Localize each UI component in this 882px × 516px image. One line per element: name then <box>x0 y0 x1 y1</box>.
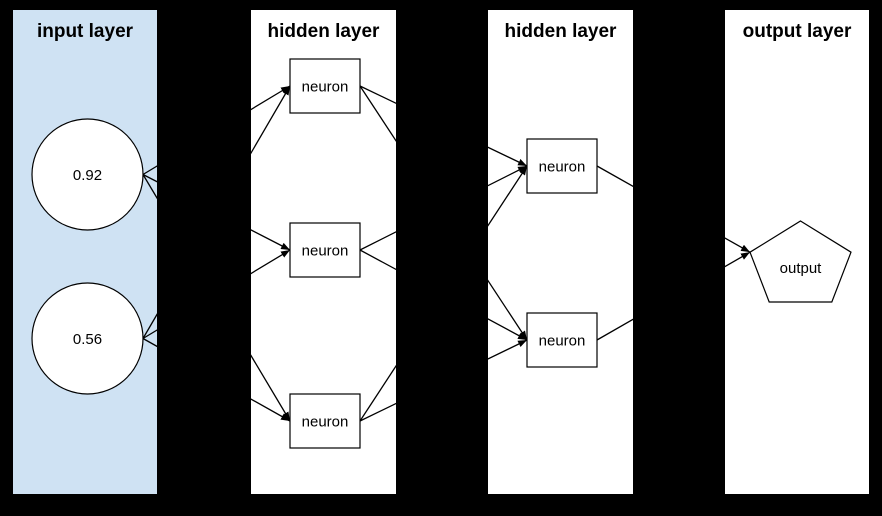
node-h2-1-label: neuron <box>539 158 586 175</box>
node-out-1-label: output <box>780 260 823 277</box>
panel-input <box>13 10 157 494</box>
edge-h2-1-to-out-1 <box>596 165 751 253</box>
edge-input-2-to-h1-3 <box>142 337 291 422</box>
edge-h1-3-to-h2-1 <box>359 165 528 422</box>
edge-h2-2-to-out-1 <box>596 251 751 341</box>
node-h1-2-label: neuron <box>302 242 349 259</box>
node-input-2-circle <box>31 282 144 395</box>
edge-h1-3-to-h2-2 <box>359 339 528 422</box>
edge-input-2-to-h1-2 <box>142 249 291 340</box>
edge-input-2-to-h1-1 <box>142 85 291 339</box>
edge-h1-2-to-h2-1 <box>359 165 528 251</box>
edge-h1-2-to-h2-2 <box>359 249 528 341</box>
node-input-2-label: 0.56 <box>73 331 102 348</box>
node-input-1-label: 0.92 <box>73 167 102 184</box>
edge-input-1-to-h1-3 <box>142 174 291 422</box>
node-h2-1-box <box>526 138 598 194</box>
node-h1-1-box <box>289 58 361 114</box>
edge-h1-1-to-h2-2 <box>359 85 528 341</box>
edge-h1-1-to-h2-1 <box>359 85 528 167</box>
node-h2-2-label: neuron <box>539 332 586 349</box>
node-input-1-circle <box>31 118 144 231</box>
node-h2-2-box <box>526 312 598 368</box>
node-out-1-pentagon <box>749 220 852 303</box>
node-h1-2-box <box>289 222 361 278</box>
node-h1-3-label: neuron <box>302 413 349 430</box>
edge-input-1-to-h1-1 <box>142 85 291 176</box>
panel-hidden2 <box>488 10 633 494</box>
node-h1-3-box <box>289 393 361 449</box>
node-h1-1-label: neuron <box>302 78 349 95</box>
